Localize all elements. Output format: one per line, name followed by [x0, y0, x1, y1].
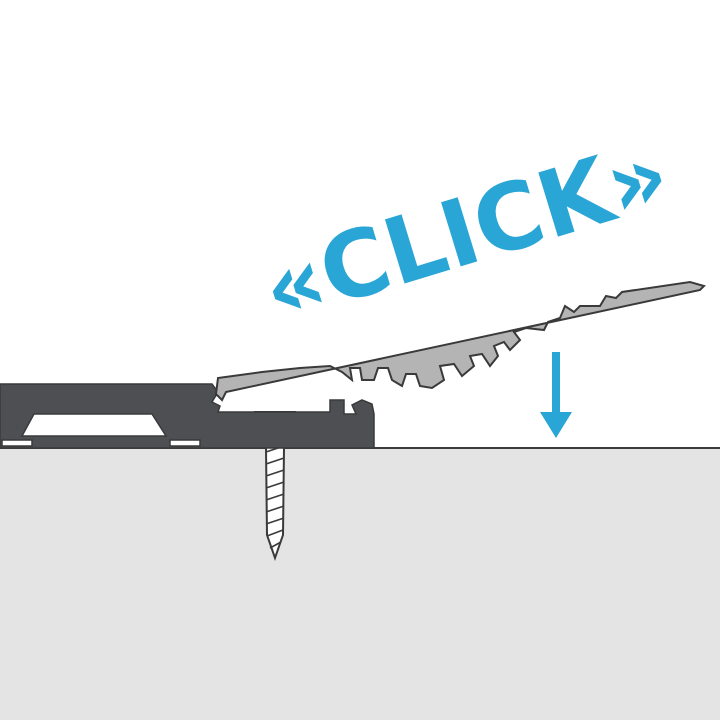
click-caption: «CLICK» [250, 120, 681, 345]
arrow-head [540, 412, 572, 438]
base-profile [0, 383, 375, 449]
down-arrow-icon [540, 352, 572, 438]
floor-surface [0, 448, 720, 720]
screw-thread [265, 445, 285, 549]
cover-profile [214, 280, 706, 402]
